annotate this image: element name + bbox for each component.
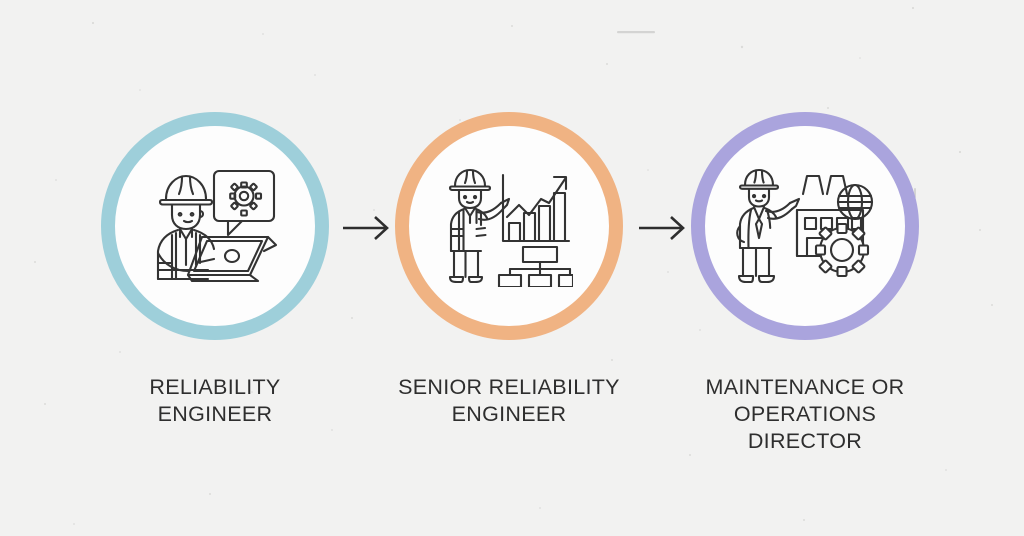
step-1-label: RELIABILITY ENGINEER bbox=[149, 375, 281, 426]
flow-step-maintenance-operations-director[interactable]: MAINTENANCE OR OPERATIONS DIRECTOR bbox=[691, 112, 919, 455]
step-2-circle bbox=[395, 112, 623, 340]
flow-step-senior-reliability-engineer[interactable]: SENIOR RELIABILITY ENGINEER bbox=[395, 112, 623, 428]
arrow-right-icon bbox=[341, 212, 397, 244]
step-1-circle bbox=[101, 112, 329, 340]
engineer-presenting-chart-icon bbox=[445, 165, 573, 287]
arrow-right-icon bbox=[637, 212, 693, 244]
step-3-circle bbox=[691, 112, 919, 340]
step-2-label: SENIOR RELIABILITY ENGINEER bbox=[398, 375, 620, 426]
flow-connector-arrow-1 bbox=[341, 212, 397, 244]
flow-step-reliability-engineer[interactable]: RELIABILITY ENGINEER bbox=[101, 112, 329, 428]
engineer-with-laptop-and-gear-icon bbox=[150, 167, 280, 285]
flow-connector-arrow-2 bbox=[637, 212, 693, 244]
director-with-factory-globe-gear-icon bbox=[735, 166, 875, 286]
step-3-label: MAINTENANCE OR OPERATIONS DIRECTOR bbox=[705, 375, 905, 453]
